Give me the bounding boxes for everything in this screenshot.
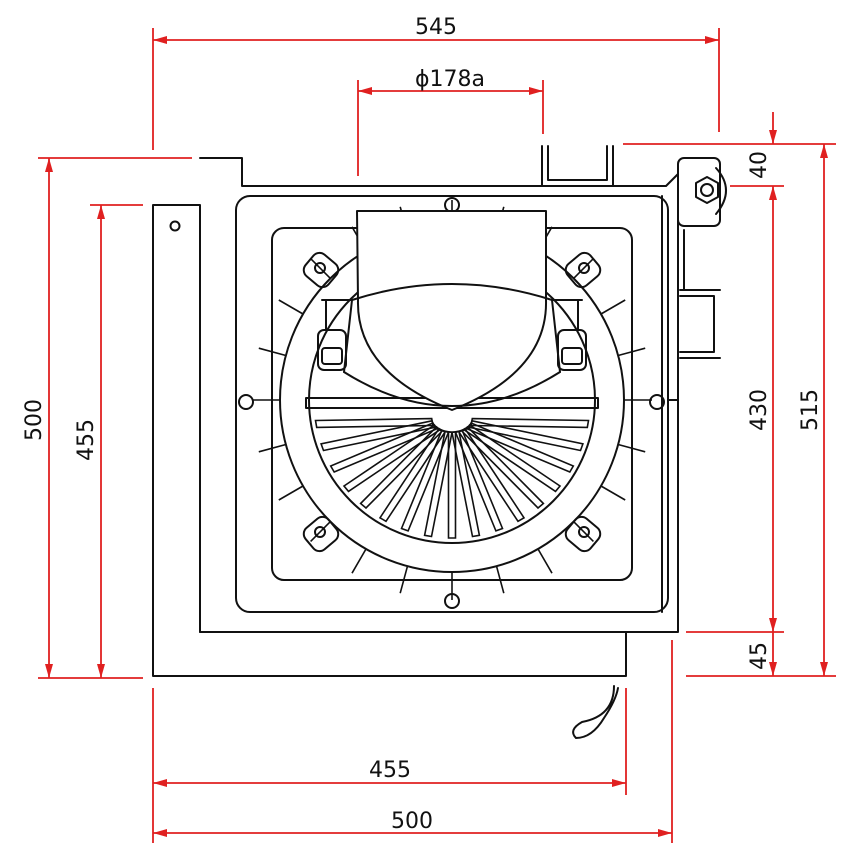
dimension-left-inner-height: 455 (74, 204, 143, 678)
dimension-right-middle-height: 430 (686, 186, 784, 633)
fan-blade (378, 427, 447, 523)
dim-label-right-45: 45 (747, 642, 772, 670)
guard-spoke (278, 485, 304, 501)
guard-spoke (617, 347, 646, 357)
dimension-bottom-inner-width: 455 (152, 688, 627, 843)
fan-blade (400, 429, 450, 532)
frame-hole-right (649, 394, 665, 410)
dimension-right-top-offset: 40 (623, 112, 836, 200)
dim-label-bottom-500: 500 (391, 809, 433, 834)
guard-spoke (617, 443, 646, 453)
chute-bracket-left (317, 299, 353, 371)
dim-label-left-500: 500 (22, 399, 47, 441)
back-plate-hole (169, 220, 181, 232)
dim-label-outlet-diameter: ϕ178a (415, 67, 485, 92)
power-cable (572, 685, 619, 739)
discharge-chute (356, 210, 548, 411)
fan-blade (359, 425, 443, 510)
fan-blade (329, 421, 438, 474)
guard-spoke (600, 299, 626, 315)
top-u-bracket (541, 145, 614, 187)
guard-spoke (258, 347, 287, 357)
dimension-right-bottom-offset: 45 (686, 632, 836, 677)
frame-hole-left (238, 394, 254, 410)
fan-blade (447, 431, 457, 539)
dimension-left-outer-height: 500 (22, 157, 192, 679)
fan-blades (314, 417, 590, 539)
guard-spoke (310, 521, 331, 542)
fan-blade (451, 430, 481, 538)
lug-bottom-right (564, 515, 602, 553)
guard-spoke (573, 258, 594, 279)
guard-spoke (399, 565, 409, 594)
dim-label-right-430: 430 (747, 389, 772, 431)
lug-top-left (302, 251, 340, 289)
chute-bracket-right (551, 299, 587, 371)
fan-blade (314, 417, 434, 429)
hex-nut (677, 157, 727, 227)
dim-label-545: 545 (415, 15, 457, 40)
guard-spoke (573, 521, 594, 542)
fan-blade (457, 427, 526, 523)
dimensions: 545 ϕ178a 500 455 (22, 15, 836, 843)
right-channel-bracket (679, 229, 721, 359)
dim-label-bottom-455: 455 (369, 758, 411, 783)
unit-body (152, 145, 727, 739)
fan-blade (342, 423, 441, 493)
guard-spoke (310, 258, 331, 279)
dimension-bottom-outer-width: 500 (153, 640, 673, 843)
guard-spoke (278, 299, 304, 315)
dimension-right-overall-height: 515 (798, 144, 828, 676)
dimension-outlet-diameter: ϕ178a (357, 67, 544, 176)
fan-blade (470, 417, 590, 429)
guard-spoke (258, 443, 287, 453)
guard-spoke (537, 548, 553, 574)
dimension-top-overall-width: 545 (152, 15, 720, 150)
guard-spoke (600, 485, 626, 501)
dim-label-left-455: 455 (74, 419, 99, 461)
dim-label-right-40: 40 (747, 151, 772, 179)
chute-curve-lower (343, 371, 561, 407)
guard-spoke (495, 565, 505, 594)
fan-blade (423, 430, 453, 538)
lug-bottom-left (302, 515, 340, 553)
fan-blade (454, 429, 504, 532)
chute-curve (351, 283, 553, 301)
lug-top-right (564, 251, 602, 289)
frame-panel (235, 195, 669, 613)
guard-spoke (351, 548, 367, 574)
dim-label-right-515: 515 (798, 389, 823, 431)
